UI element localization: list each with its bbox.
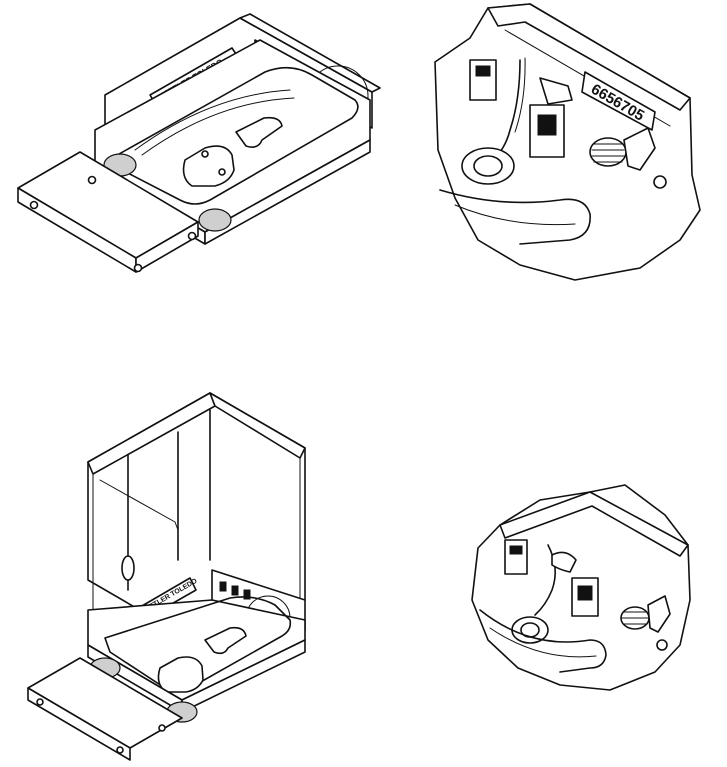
- screw-2: [87, 175, 97, 185]
- detail2-connector-left: [504, 539, 528, 575]
- lever-arm: [235, 116, 283, 148]
- screw-4: [187, 231, 197, 241]
- detail-lever: [539, 77, 573, 105]
- detail2-jack-screw: [656, 639, 668, 651]
- port-b1: [219, 581, 227, 592]
- lever-arm-bottom: [204, 626, 247, 655]
- detail2-tray-inner: [489, 627, 597, 658]
- hanger-hole-1: [201, 150, 209, 158]
- front-panel-bottom-edge: [27, 687, 131, 761]
- threaded-connector: [589, 127, 667, 189]
- detail-plug: [473, 155, 503, 177]
- screw-1: [29, 200, 39, 210]
- detail2-jack-bracket: [647, 595, 671, 633]
- panel-balance-bottom-left: METTLER TOLEDO: [27, 392, 306, 761]
- port-b2: [231, 585, 239, 596]
- screw-3: [133, 263, 143, 273]
- detail2-cable-clip: [551, 551, 577, 573]
- detail2-port-center: [577, 585, 593, 601]
- port-b3: [243, 589, 251, 600]
- hanger-hole-2: [218, 168, 226, 176]
- detail-tray-inner: [454, 204, 576, 226]
- panel-detail-bottom-right: [471, 484, 691, 691]
- panel-detail-top-right: 6656705: [434, 3, 701, 281]
- detail2-rear-wall: [499, 491, 689, 557]
- tray-cable-channel: [134, 89, 291, 151]
- detail2-tray-edge: [479, 609, 607, 673]
- jack-screw: [653, 175, 667, 189]
- detail-cable-inner: [514, 57, 526, 133]
- detail2-connector-center: [571, 577, 599, 617]
- base-side-edge: [204, 139, 371, 245]
- detail2-jack-threads: [621, 611, 649, 625]
- detail-rear-wall: [487, 3, 691, 111]
- jack-threads: [591, 143, 625, 163]
- screw-b3: [158, 724, 166, 732]
- serial-plate: [581, 71, 656, 131]
- detail-port-left: [475, 65, 491, 77]
- weighing-tray: [111, 66, 359, 205]
- jack-bracket: [623, 127, 656, 171]
- detail-port-center: [537, 114, 557, 136]
- screw-b2: [116, 746, 124, 754]
- hanger-plate-bottom: [157, 656, 204, 693]
- foot-front: [198, 208, 232, 232]
- glass-handle: [121, 555, 135, 581]
- glass-rod: [99, 479, 179, 531]
- panel-balance-top-left: METTLER TOLEDO: [17, 13, 381, 273]
- detail2-threaded-connector: [620, 595, 671, 651]
- detail-tray-edge: [439, 189, 591, 245]
- detail2-port-left: [509, 545, 523, 555]
- tray-cable-channel-inner: [141, 97, 295, 156]
- screw-b1: [36, 698, 44, 706]
- hanger-plate: [182, 145, 235, 187]
